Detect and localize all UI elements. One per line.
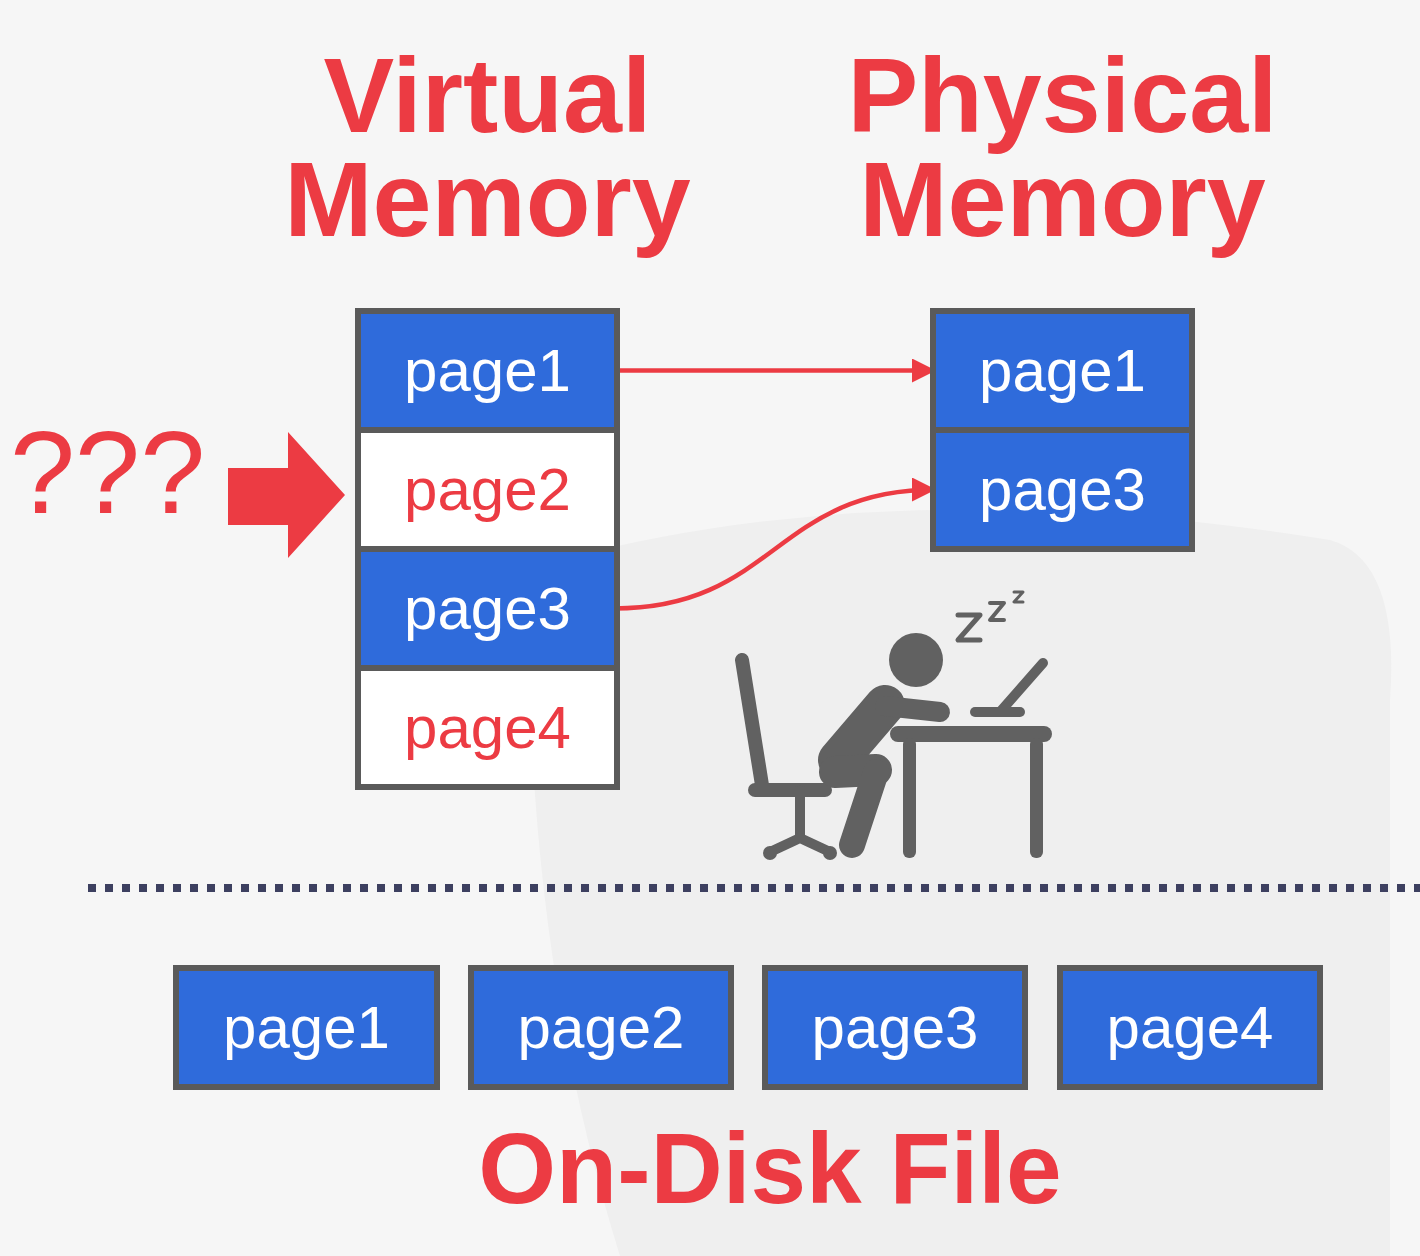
person-arm	[885, 706, 940, 712]
desk-leg	[903, 738, 916, 858]
mapping-arrow	[614, 490, 936, 609]
sleep-z	[1014, 592, 1023, 602]
memory-page-cell: page3	[936, 433, 1189, 546]
page-label: page2	[404, 460, 571, 520]
desk-leg	[1030, 738, 1043, 858]
stack-heading: Virtual Memory	[228, 43, 748, 251]
memory-page-cell: page1	[936, 314, 1189, 427]
person-shin	[852, 772, 876, 845]
page-label: page3	[404, 579, 571, 639]
stack-heading: Physical Memory	[803, 43, 1323, 251]
page-label: page1	[404, 341, 571, 401]
memory-page-cell: page3	[361, 552, 614, 665]
memory-page-cell: page2	[361, 433, 614, 546]
chair-post	[795, 790, 805, 838]
dotted-divider	[88, 884, 1420, 892]
person-head	[889, 633, 943, 687]
chair-back	[742, 660, 762, 785]
block-arrow	[228, 432, 345, 558]
disk-page-box: page3	[762, 965, 1028, 1090]
page-label: page3	[979, 460, 1146, 520]
person-torso	[838, 705, 885, 760]
laptop-screen	[1000, 663, 1043, 712]
page-label: page4	[1107, 998, 1274, 1058]
virtual-memory-stack: page1page2page3page4Virtual Memory	[355, 308, 620, 790]
disk-page-box: page1	[173, 965, 440, 1090]
chair-base	[770, 838, 830, 852]
page-label: page3	[812, 998, 979, 1058]
page-label: page1	[223, 998, 390, 1058]
memory-page-cell: page1	[361, 314, 614, 427]
chair-wheel	[763, 846, 777, 860]
page-label: page2	[518, 998, 685, 1058]
desk-top	[890, 726, 1052, 742]
sleep-z	[990, 603, 1004, 620]
sleep-z	[958, 615, 980, 640]
physical-memory-stack: page1page3Physical Memory	[930, 308, 1195, 552]
page-label: page1	[979, 341, 1146, 401]
disk-file-label: On-Disk File	[420, 1118, 1120, 1218]
disk-page-box: page2	[468, 965, 734, 1090]
chair-wheel	[823, 846, 837, 860]
sleeping-person-icon	[742, 592, 1052, 860]
memory-page-cell: page4	[361, 671, 614, 784]
question-marks: ???	[10, 414, 205, 531]
chair-seat	[755, 783, 825, 797]
laptop-base	[975, 707, 1020, 717]
mapping-arrow	[614, 368, 936, 373]
page-label: page4	[404, 698, 571, 758]
disk-page-box: page4	[1057, 965, 1323, 1090]
